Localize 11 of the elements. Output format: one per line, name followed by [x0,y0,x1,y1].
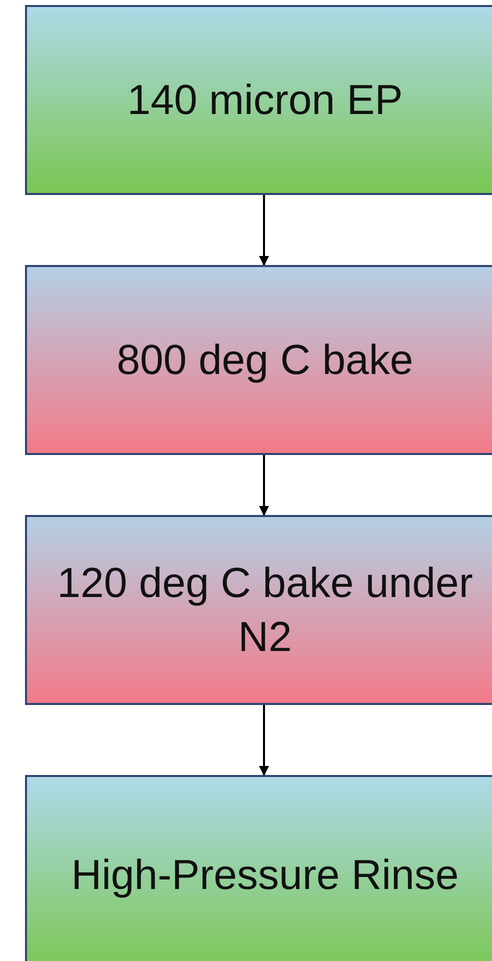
arrow [259,455,269,516]
step-label: 120 deg C bake under N2 [56,558,474,662]
process-box [25,775,492,961]
process-box [25,5,492,195]
process-box [25,515,492,705]
arrow [259,705,269,776]
step-label: High-Pressure Rinse [70,850,460,900]
arrow [259,195,269,266]
process-box [25,265,492,455]
step-label: 800 deg C bake [116,335,414,385]
step-label: 140 micron EP [126,75,404,125]
